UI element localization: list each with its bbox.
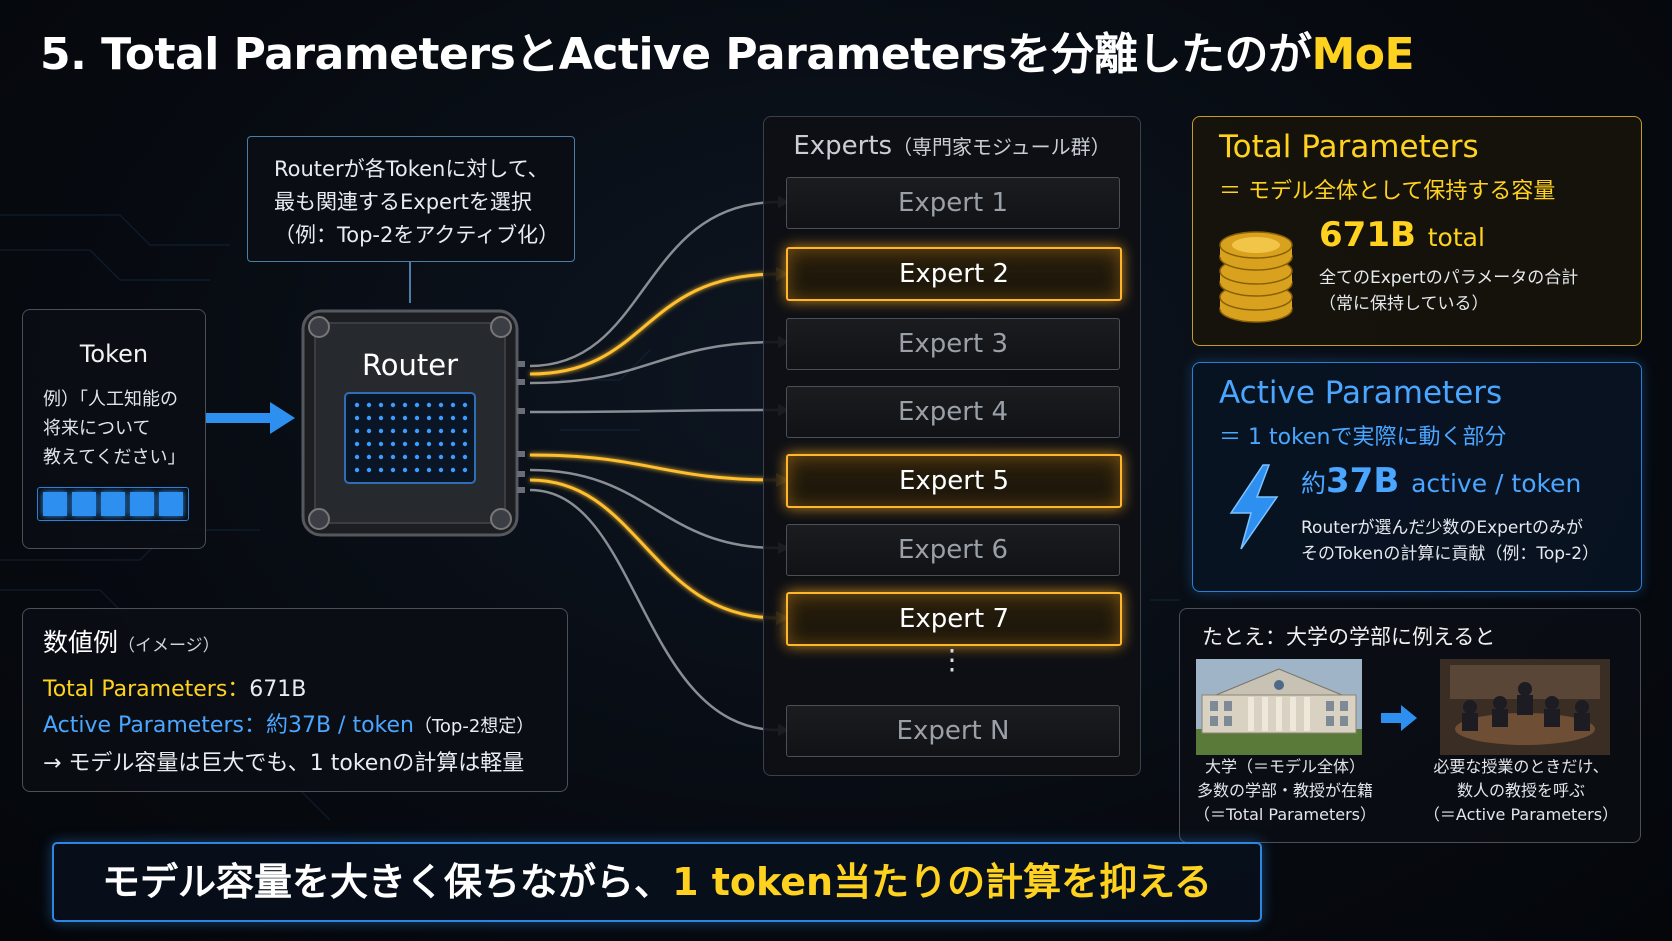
experts-panel: Experts（専門家モジュール群） Expert 1 Expert 2 Exp… <box>763 116 1141 776</box>
numbers-conclusion: → モデル容量は巨大でも、1 tokenの計算は軽量 <box>43 751 525 776</box>
total-parameters-desc: （常に保持している） <box>1319 294 1489 314</box>
expert-2: Expert 2 <box>786 247 1122 301</box>
analogy-card: たとえ：大学の学部に例えると 大学（＝モデル全体）多数の学部・教授が在籍（＝To… <box>1179 608 1641 843</box>
numbers-total-line: Total Parameters：671B <box>43 677 307 702</box>
expert-1: Expert 1 <box>786 177 1120 229</box>
router-label: Router <box>361 348 459 382</box>
token-block <box>72 492 96 516</box>
token-card: Token 例）「人工知能の 将来について 教えてください」 <box>22 309 206 549</box>
active-parameters-desc: Routerが選んだ少数のExpertのみが <box>1301 518 1584 538</box>
analogy-left-caption: 大学（＝モデル全体）多数の学部・教授が在籍（＝Total Parameters） <box>1193 757 1377 824</box>
router-chip-icon <box>301 309 525 537</box>
analogy-right-caption: 必要な授業のときだけ、数人の教授を呼ぶ（＝Active Parameters） <box>1423 757 1619 824</box>
numbers-example-card: 数値例（イメージ） Total Parameters：671B Active P… <box>22 608 568 792</box>
active-parameters-title: Active Parameters <box>1219 375 1503 411</box>
router-note: Routerが各Tokenに対して、 最も関連するExpertを選択 （例：To… <box>247 136 575 262</box>
total-parameters-subtitle: ＝ モデル全体として保持する容量 <box>1219 179 1556 204</box>
total-parameters-desc: 全てのExpertのパラメータの合計 <box>1319 268 1579 288</box>
expert-3: Expert 3 <box>786 318 1120 370</box>
expert-4: Expert 4 <box>786 386 1120 438</box>
summary-text: モデル容量を大きく保ちながら、1 token当たりの計算を抑える <box>102 860 1212 904</box>
numbers-active-line: Active Parameters：約37B / token（Top-2想定） <box>43 713 535 738</box>
expert-5: Expert 5 <box>786 454 1122 508</box>
coin-stack-icon <box>1219 231 1293 323</box>
token-block <box>101 492 125 516</box>
page-title: 5. Total ParametersとActive Parametersを分離… <box>40 29 1415 80</box>
active-parameters-value: 約37B active / token <box>1301 461 1582 501</box>
token-title: Token <box>79 340 149 368</box>
analogy-title: たとえ：大学の学部に例えると <box>1202 625 1496 649</box>
token-example-line: 将来について <box>43 418 151 439</box>
title-highlight: MoE <box>1311 29 1415 80</box>
university-building-icon <box>1196 659 1362 755</box>
numbers-title: 数値例（イメージ） <box>43 628 220 657</box>
token-block <box>130 492 154 516</box>
experts-heading: Experts（専門家モジュール群） <box>793 131 1111 161</box>
ellipsis-icon: ⋮ <box>938 643 966 676</box>
router-note-line: （例：Top-2をアクティブ化） <box>274 223 560 247</box>
experts-heading-sub: （専門家モジュール群） <box>892 135 1111 159</box>
router-note-line: Routerが各Tokenに対して、 <box>274 157 549 181</box>
router-note-line: 最も関連するExpertを選択 <box>274 190 532 214</box>
total-parameters-value: 671B total <box>1319 215 1485 255</box>
token-example-line: 教えてください」 <box>43 447 186 468</box>
token-blocks <box>37 487 189 521</box>
lightning-icon <box>1229 464 1279 550</box>
arrow-right-icon <box>1381 705 1417 731</box>
active-parameters-card: Active Parameters ＝ 1 tokenで実際に動く部分 約37B… <box>1192 362 1642 592</box>
expert-6: Expert 6 <box>786 524 1120 576</box>
summary-bar: モデル容量を大きく保ちながら、1 token当たりの計算を抑える <box>52 842 1262 922</box>
active-parameters-subtitle: ＝ 1 tokenで実際に動く部分 <box>1219 425 1507 450</box>
meeting-room-icon <box>1440 659 1610 755</box>
expert-7: Expert 7 <box>786 592 1122 646</box>
token-block <box>159 492 183 516</box>
expert-n: Expert N <box>786 705 1120 757</box>
token-example-line: 例）「人工知能の <box>43 389 178 410</box>
token-block <box>43 492 67 516</box>
total-parameters-title: Total Parameters <box>1219 129 1479 165</box>
total-parameters-card: Total Parameters ＝ モデル全体として保持する容量 671B t… <box>1192 116 1642 346</box>
active-parameters-desc: そのTokenの計算に貢献（例：Top-2） <box>1301 544 1600 564</box>
